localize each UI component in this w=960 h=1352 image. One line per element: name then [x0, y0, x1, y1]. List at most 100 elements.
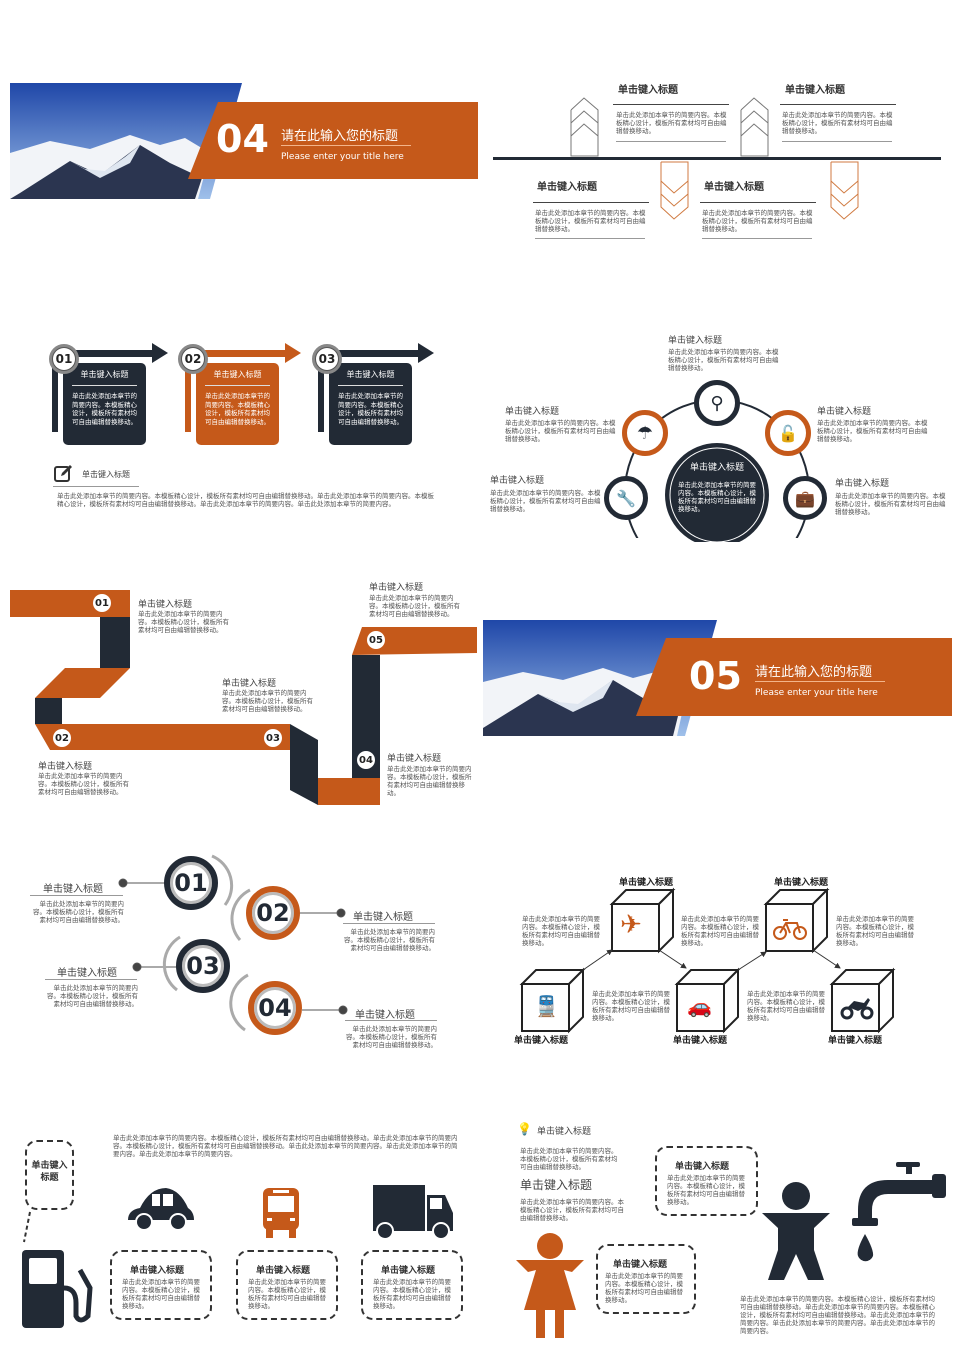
hub-center-body[interactable]: 单击此处添加本章节的简要内容。本模板精心设计，模板所有素材均可自由编辑替换移动。 — [678, 481, 756, 513]
divider — [780, 104, 896, 105]
pump-bubble[interactable] — [25, 1140, 74, 1210]
ribbon-item-title[interactable]: 单击键入标题 — [222, 679, 277, 689]
number-circle: 03 — [176, 939, 230, 993]
hub-item-title[interactable]: 单击键入标题 — [490, 476, 545, 486]
section-subtitle[interactable]: Please enter your title here — [281, 152, 404, 162]
divider — [700, 202, 816, 203]
title-banner — [636, 638, 952, 716]
info-bubble[interactable] — [236, 1250, 338, 1320]
timeline-item-title[interactable]: 单击键入标题 — [704, 182, 764, 193]
cube-body[interactable]: 单击此处添加本章节的简要内容。本模板精心设计，模板所有素材均可自由编辑替换移动。 — [747, 990, 825, 1022]
timeline-item-body[interactable]: 单击此处添加本章节的简要内容。本模板精心设计，模板所有素材均可自由编辑替换移动。 — [616, 111, 727, 135]
people-footer-text[interactable]: 单击此处添加本章节的简要内容。本模板精心设计，模板所有素材均可自由编辑替换移动。… — [740, 1295, 935, 1335]
note-body[interactable]: 单击此处添加本章节的简要内容。本模板精心设计，模板所有素材均可自由编辑替换移动。… — [57, 492, 434, 508]
wrench-icon[interactable]: 🔧 — [604, 476, 648, 520]
cube-title[interactable]: 单击键入标题 — [619, 878, 674, 888]
hub-center-title[interactable]: 单击键入标题 — [689, 463, 744, 473]
numbered-item-body[interactable]: 单击此处添加本章节的简要内容。本模板精心设计，模板所有素材均可自由编辑替换移动。 — [346, 1025, 437, 1049]
up-chevrons-icon — [740, 97, 769, 157]
cube-body[interactable]: 单击此处添加本章节的简要内容。本模板精心设计，模板所有素材均可自由编辑替换移动。 — [522, 915, 600, 947]
numbered-item-body[interactable]: 单击此处添加本章节的简要内容。本模板精心设计，模板所有素材均可自由编辑替换移动。 — [33, 900, 124, 924]
step-arrows — [52, 343, 434, 432]
info-bubble[interactable] — [596, 1244, 696, 1314]
divider — [782, 141, 892, 142]
divider — [533, 202, 649, 203]
numbered-item-title[interactable]: 单击键入标题 — [353, 912, 413, 923]
transport-intro[interactable]: 单击此处添加本章节的简要内容。本模板精心设计，模板所有素材均可自由编辑替换移动。… — [113, 1134, 458, 1158]
cube-title[interactable]: 单击键入标题 — [673, 1036, 728, 1046]
numbered-item-title[interactable]: 单击键入标题 — [355, 1010, 415, 1021]
ribbon-number: 02 — [53, 729, 71, 747]
ribbon-item-title[interactable]: 单击键入标题 — [369, 583, 424, 593]
ribbon-item-body[interactable]: 单击此处添加本章节的简要内容。本模板精心设计，模板所有素材均可自由编辑替换移动。 — [38, 772, 129, 796]
info-bubble[interactable] — [361, 1250, 463, 1320]
hub-item-body[interactable]: 单击此处添加本章节的简要内容。本模板精心设计，模板所有素材均可自由编辑替换移动。 — [668, 348, 779, 372]
hub-item-body[interactable]: 单击此处添加本章节的简要内容。本模板精心设计，模板所有素材均可自由编辑替换移动。 — [490, 489, 601, 513]
hub-item-body[interactable]: 单击此处添加本章节的简要内容。本模板精心设计，模板所有素材均可自由编辑替换移动。 — [505, 419, 616, 443]
ribbon-item-body[interactable]: 单击此处添加本章节的简要内容。本模板精心设计，模板所有素材均可自由编辑替换移动。 — [138, 610, 229, 634]
cube-body[interactable]: 单击此处添加本章节的简要内容。本模板精心设计，模板所有素材均可自由编辑替换移动。 — [836, 915, 914, 947]
cube-title[interactable]: 单击键入标题 — [774, 878, 829, 888]
numbered-item-title[interactable]: 单击键入标题 — [43, 884, 103, 895]
connector-lines — [118, 854, 348, 1032]
step-card[interactable]: 单击键入标题单击此处添加本章节的简要内容。本模板精心设计，模板所有素材均可自由编… — [196, 363, 279, 445]
divider — [345, 1020, 437, 1021]
lightbulb-icon: 💡 — [517, 1122, 532, 1136]
number-label: 03 — [186, 952, 220, 980]
info-bubble[interactable] — [110, 1250, 212, 1320]
section-subtitle[interactable]: Please enter your title here — [755, 688, 878, 698]
hub-item-body[interactable]: 单击此处添加本章节的简要内容。本模板精心设计，模板所有素材均可自由编辑替换移动。 — [817, 419, 928, 443]
step-card-title: 单击键入标题 — [205, 369, 270, 386]
search-icon[interactable]: ⚲ — [694, 380, 740, 426]
note-title[interactable]: 单击键入标题 — [82, 470, 130, 479]
bubble-body: 单击此处添加本章节的简要内容。本模板精心设计，模板所有素材均可自由编辑替换移动。 — [248, 1278, 326, 1310]
divider — [281, 145, 411, 146]
faucet-icon — [852, 1162, 946, 1262]
numbered-item-body[interactable]: 单击此处添加本章节的简要内容。本模板精心设计，模板所有素材均可自由编辑替换移动。 — [47, 984, 138, 1008]
hub-item-title[interactable]: 单击键入标题 — [668, 336, 723, 346]
section-title[interactable]: 请在此输入您的标题 — [281, 129, 399, 144]
umbrella-icon[interactable]: ☂ — [622, 410, 668, 456]
numbered-item-body[interactable]: 单击此处添加本章节的简要内容。本模板精心设计，模板所有素材均可自由编辑替换移动。 — [344, 928, 435, 952]
cube-body[interactable]: 单击此处添加本章节的简要内容。本模板精心设计，模板所有素材均可自由编辑替换移动。 — [681, 915, 759, 947]
step-card-title: 单击键入标题 — [72, 369, 137, 386]
briefcase-icon[interactable]: 💼 — [783, 476, 827, 520]
bubble-title: 单击键入标题 — [381, 1266, 436, 1276]
ribbon-number: 03 — [264, 729, 282, 747]
numbered-item-title[interactable]: 单击键入标题 — [57, 968, 117, 979]
timeline-item-title[interactable]: 单击键入标题 — [618, 85, 678, 96]
hub-item-title[interactable]: 单击键入标题 — [835, 479, 890, 489]
info-bubble[interactable] — [655, 1146, 758, 1216]
timeline-item-body[interactable]: 单击此处添加本章节的简要内容。本模板精心设计，模板所有素材均可自由编辑替换移动。 — [535, 209, 646, 233]
hub-item-title[interactable]: 单击键入标题 — [505, 407, 560, 417]
cube-body[interactable]: 单击此处添加本章节的简要内容。本模板精心设计，模板所有素材均可自由编辑替换移动。 — [592, 990, 670, 1022]
ribbon-item-title[interactable]: 单击键入标题 — [38, 762, 93, 772]
cube-title[interactable]: 单击键入标题 — [514, 1036, 569, 1046]
gas-pump-icon — [22, 1211, 93, 1328]
unlock-icon[interactable]: 🔓 — [765, 410, 811, 456]
timeline-item-body[interactable]: 单击此处添加本章节的简要内容。本模板精心设计，模板所有素材均可自由编辑替换移动。 — [702, 209, 813, 233]
ribbon-item-body[interactable]: 单击此处添加本章节的简要内容。本模板精心设计，模板所有素材均可自由编辑替换移动。 — [369, 594, 460, 618]
step-card[interactable]: 单击键入标题单击此处添加本章节的简要内容。本模板精心设计，模板所有素材均可自由编… — [329, 363, 412, 445]
heading-title[interactable]: 单击键入标题 — [520, 1178, 593, 1192]
step-number-badge: 01 — [49, 344, 79, 374]
step-number: 03 — [316, 348, 338, 370]
hub-item-body[interactable]: 单击此处添加本章节的简要内容。本模板精心设计，模板所有素材均可自由编辑替换移动。 — [835, 492, 946, 516]
tip-title[interactable]: 单击键入标题 — [537, 1127, 592, 1137]
timeline-item-title[interactable]: 单击键入标题 — [537, 182, 597, 193]
cube-title[interactable]: 单击键入标题 — [828, 1036, 883, 1046]
tip-body[interactable]: 单击此处添加本章节的简要内容。本模板精心设计，模板所有素材均可自由编辑替换移动。 — [520, 1147, 618, 1171]
ribbon-item-body[interactable]: 单击此处添加本章节的简要内容。本模板精心设计，模板所有素材均可自由编辑替换移动。 — [387, 765, 472, 797]
title-banner — [188, 102, 478, 179]
ribbon-item-title[interactable]: 单击键入标题 — [138, 600, 193, 610]
number-label: 01 — [174, 869, 208, 897]
hub-item-title[interactable]: 单击键入标题 — [817, 407, 872, 417]
timeline-item-body[interactable]: 单击此处添加本章节的简要内容。本模板精心设计，模板所有素材均可自由编辑替换移动。 — [782, 111, 893, 135]
ribbon-item-title[interactable]: 单击键入标题 — [387, 754, 442, 764]
section-title[interactable]: 请在此输入您的标题 — [755, 665, 873, 680]
step-card[interactable]: 单击键入标题单击此处添加本章节的简要内容。本模板精心设计，模板所有素材均可自由编… — [63, 363, 146, 445]
ribbon-item-body[interactable]: 单击此处添加本章节的简要内容。本模板精心设计，模板所有素材均可自由编辑替换移动。 — [222, 689, 313, 713]
divider — [616, 141, 726, 142]
timeline-item-title[interactable]: 单击键入标题 — [785, 85, 845, 96]
heading-body[interactable]: 单击此处添加本章节的简要内容。本模板精心设计，模板所有素材均可自由编辑替换移动。 — [520, 1198, 624, 1222]
